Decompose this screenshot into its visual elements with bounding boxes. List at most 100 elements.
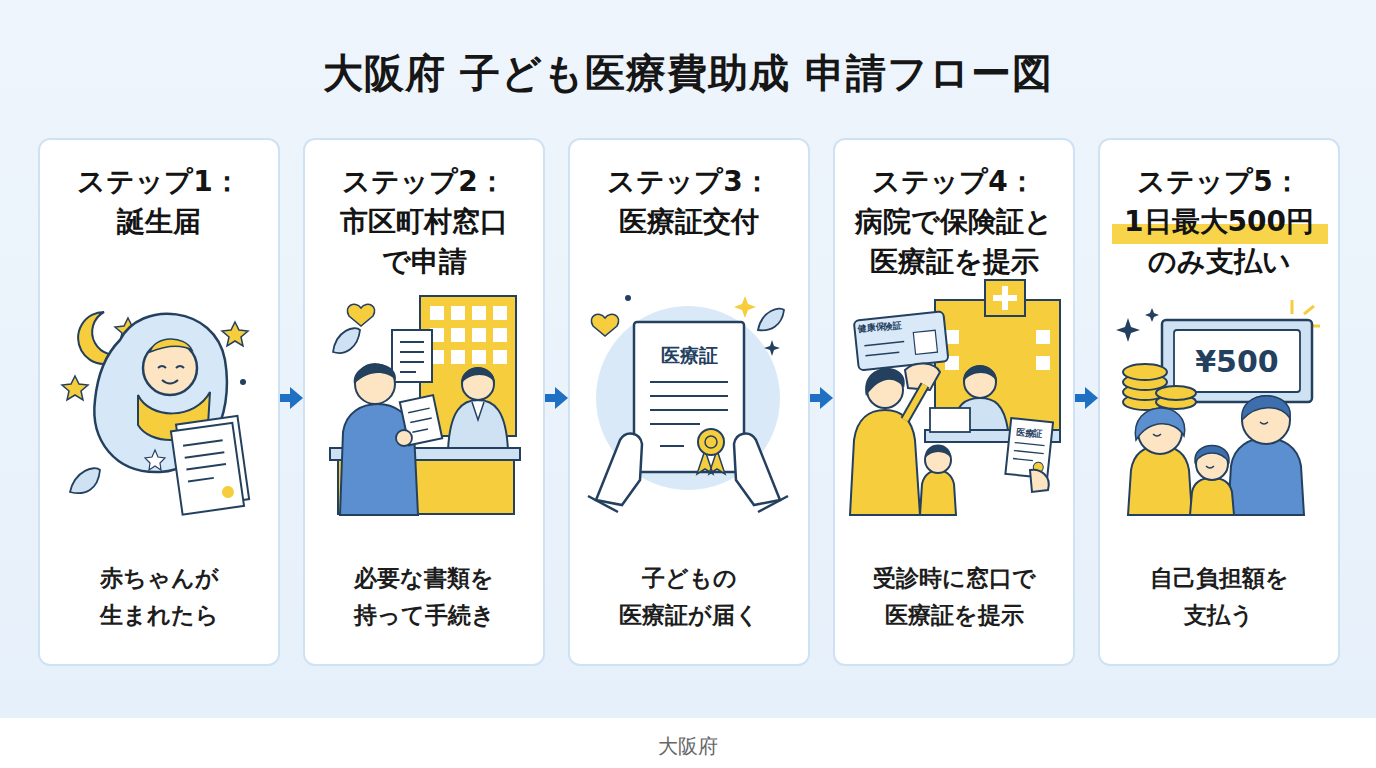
baby-illustration-part: [70, 468, 100, 493]
baby-illustration-part: [240, 379, 246, 385]
hospital-illustration-part-part: [854, 311, 949, 370]
payment-illustration-part: [1196, 448, 1228, 480]
hospital-illustration-part: [1030, 470, 1049, 492]
hospital-illustration-part-part: [945, 356, 959, 370]
counter-illustration-part: [430, 306, 507, 364]
diagram-title: 大阪府 子ども医療費助成 申請フロー図: [0, 46, 1376, 101]
step-description: 子どもの 医療証が届く: [589, 560, 789, 634]
step-heading-block: ステップ1： 誕生届: [40, 162, 278, 242]
counter-illustration: [330, 296, 520, 515]
baby-illustration-part: [78, 312, 126, 364]
payment-illustration-part: [1123, 364, 1196, 410]
step-heading-block: ステップ2： 市区町村窓口 で申請: [305, 162, 543, 282]
step-body-block: 受診時に窓口で 医療証を提示: [835, 560, 1073, 634]
hospital-illustration-part: [905, 385, 925, 420]
step-heading: ステップ4： 病院で保険証と 医療証を提示: [841, 162, 1067, 282]
hospital-illustration-part: [854, 311, 949, 370]
baby-illustration-part: [222, 322, 248, 346]
hospital-illustration-part: [963, 366, 997, 383]
payment-illustration-part: [1162, 320, 1312, 402]
counter-illustration-part: [354, 364, 396, 384]
hospital-illustration-part: [930, 408, 970, 432]
certificate-illustration-part: [660, 445, 684, 447]
payment-illustration-part-part: [1123, 384, 1167, 400]
step-card: ステップ3： 医療証交付子どもの 医療証が届く: [568, 138, 810, 666]
counter-illustration-part: [338, 460, 514, 514]
certificate-illustration: [588, 295, 788, 512]
payment-illustration-part: [1228, 438, 1304, 515]
counter-illustration-part-part: [472, 350, 486, 364]
certificate-illustration-part: [588, 496, 788, 512]
payment-illustration-part: [1242, 396, 1290, 420]
step-card: ステップ4： 病院で保険証と 医療証を提示受診時に窓口で 医療証を提示: [833, 138, 1075, 666]
hospital-illustration-part-part: [864, 342, 905, 356]
certificate-illustration-part: [697, 450, 725, 474]
step-heading: ステップ3： 医療証交付: [576, 162, 802, 242]
payment-illustration-part-part: [1156, 395, 1196, 409]
step-heading: ステップ5： 1日最大500円 のみ支払い: [1106, 162, 1332, 282]
certificate-illustration-part: [596, 306, 780, 490]
illustration-label: ¥500: [1195, 344, 1279, 379]
hospital-illustration-part: [925, 445, 951, 459]
counter-illustration-part: [340, 404, 418, 515]
counter-illustration-part-part: [493, 350, 507, 364]
counter-illustration-part-part: [451, 350, 465, 364]
step-body-block: 子どもの 医療証が届く: [570, 560, 808, 634]
counter-illustration-part: [347, 304, 374, 326]
hospital-illustration-part: [905, 385, 925, 420]
arrow-head: [820, 387, 833, 409]
counter-illustration-part-part: [451, 328, 465, 342]
baby-illustration-part: [143, 341, 197, 395]
payment-illustration-part-part: [1123, 374, 1167, 390]
counter-illustration-part: [462, 368, 494, 400]
hospital-illustration: [850, 280, 1060, 515]
counter-illustration-part: [330, 448, 520, 460]
baby-illustration-part-part: [171, 423, 244, 515]
payment-illustration-part: [1145, 308, 1159, 322]
certificate-illustration-part: [734, 434, 780, 505]
counter-illustration-part: [396, 430, 412, 446]
counter-illustration-part-part: [451, 306, 465, 320]
baby-illustration-part: [162, 380, 178, 384]
hospital-illustration-part-part: [1005, 418, 1053, 478]
arrow-head: [1085, 387, 1098, 409]
step-body-block: 赤ちゃんが 生まれたら: [40, 560, 278, 634]
certificate-illustration-part: [764, 340, 780, 356]
arrow-shaft: [280, 394, 291, 402]
hospital-illustration-part: [925, 430, 1060, 442]
hospital-illustration-part-part: [1036, 356, 1050, 370]
certificate-illustration-part: [734, 296, 756, 318]
counter-illustration-part: [461, 368, 495, 385]
step-body-block: 必要な書類を 持って手続き: [305, 560, 543, 634]
counter-illustration-part: [472, 402, 484, 420]
illustration-label: 医療証: [661, 344, 718, 366]
arrow-shaft: [810, 394, 821, 402]
counter-illustration-part: [355, 364, 395, 404]
counter-illustration-part-part: [472, 328, 486, 342]
baby-illustration: [62, 312, 250, 515]
arrow-head: [555, 387, 568, 409]
hospital-illustration-part: [952, 398, 1008, 430]
certificate-illustration-part: [596, 434, 642, 505]
step-card: ステップ5： 1日最大500円 のみ支払い自己負担額を 支払う: [1098, 138, 1340, 666]
step-heading-block: ステップ3： 医療証交付: [570, 162, 808, 242]
payment-illustration-part: [1174, 330, 1300, 392]
step-heading: ステップ1： 誕生届: [46, 162, 272, 242]
step-heading-block: ステップ4： 病院で保険証と 医療証を提示: [835, 162, 1073, 282]
hospital-illustration-part: [925, 447, 951, 473]
payment-illustration: [1116, 300, 1320, 515]
step-description: 自己負担額を 支払う: [1119, 560, 1319, 634]
counter-illustration-part-part: [408, 408, 434, 432]
illustration-label: 医療証: [1015, 427, 1043, 440]
baby-illustration-part: [158, 366, 184, 368]
hospital-illustration-part: [945, 330, 1050, 370]
counter-illustration-part: [333, 328, 360, 353]
flow-arrow: [280, 387, 303, 409]
flow-arrow: [810, 387, 833, 409]
certificate-illustration-part: [634, 322, 744, 472]
step-heading: ステップ2： 市区町村窓口 で申請: [311, 162, 537, 282]
counter-illustration-part: [400, 395, 442, 445]
counter-illustration-part-part: [430, 350, 444, 364]
payment-illustration-part-part: [1123, 394, 1167, 410]
